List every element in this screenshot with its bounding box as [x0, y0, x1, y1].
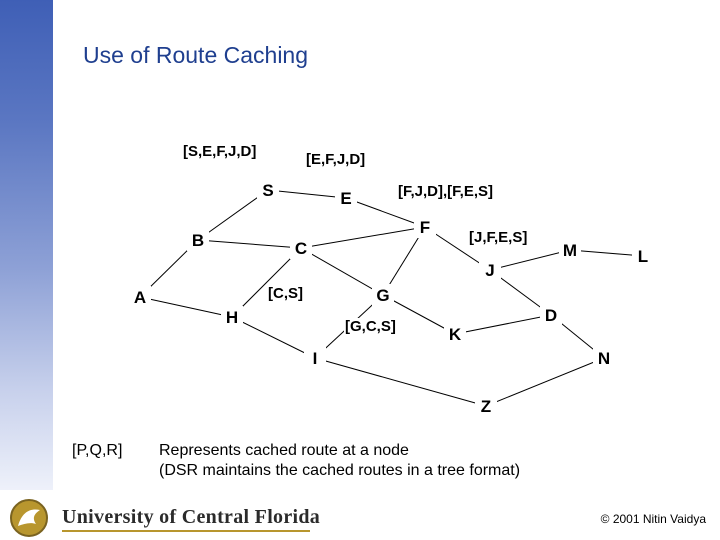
edge-E-F	[345, 197, 426, 228]
edge-K-D	[454, 314, 552, 335]
node-bg-F	[414, 216, 436, 238]
node-D: D	[545, 306, 557, 325]
node-A: A	[134, 288, 146, 307]
logo-underline	[62, 530, 310, 532]
edge-C-G	[300, 247, 384, 296]
node-N: N	[598, 349, 610, 368]
node-F: F	[420, 218, 430, 237]
node-G: G	[376, 286, 389, 305]
node-bg-B	[187, 229, 209, 251]
node-bg-D	[540, 304, 562, 326]
legend-description: Represents cached route at a node	[159, 442, 409, 459]
cached-route-label: [C,S]	[268, 285, 303, 302]
pegasus-emblem-icon	[10, 499, 48, 537]
cached-route-backdrop	[182, 143, 258, 160]
node-Z: Z	[481, 397, 491, 416]
node-B: B	[192, 231, 204, 250]
legend-key: [P,Q,R]	[72, 442, 123, 459]
node-S: S	[262, 181, 273, 200]
node-bg-A	[129, 286, 151, 308]
node-J: J	[485, 261, 494, 280]
edge-C-H	[231, 247, 302, 318]
edge-S-E	[267, 189, 347, 199]
node-E: E	[340, 189, 351, 208]
node-K: K	[449, 325, 462, 344]
cached-route-label: [F,J,D],[F,E,S]	[398, 183, 493, 200]
node-M: M	[563, 241, 577, 260]
nodes-group: S E F B C J M L A G H D K I N Z	[129, 179, 654, 417]
node-bg-C	[290, 237, 312, 259]
university-logo: University of Central Florida	[6, 496, 320, 540]
edge-B-C	[197, 239, 302, 249]
edge-M-L	[569, 249, 644, 257]
node-bg-S	[257, 179, 279, 201]
university-name: University of Central Florida	[62, 506, 321, 528]
edge-A-H	[139, 296, 233, 318]
cached-route-label: [S,E,F,J,D]	[183, 143, 256, 160]
node-bg-E	[335, 187, 357, 209]
edge-F-G	[382, 226, 426, 296]
node-bg-M	[559, 239, 581, 261]
page-title: Use of Route Caching	[83, 42, 309, 68]
cached-route-backdrop	[397, 183, 495, 200]
cached-route-backdrop	[305, 151, 367, 168]
node-bg-I	[304, 347, 326, 369]
edge-S-B	[197, 189, 269, 241]
edge-I-Z	[314, 357, 487, 407]
edge-J-M	[489, 249, 571, 271]
node-H: H	[226, 308, 238, 327]
cached-route-label: [J,F,E,S]	[469, 229, 527, 246]
cached-route-backdrop	[344, 318, 397, 335]
edge-C-F	[300, 226, 426, 249]
left-gradient-bar	[0, 0, 53, 490]
edge-G-K	[382, 294, 456, 335]
node-bg-L	[632, 245, 654, 267]
node-bg-N	[593, 347, 615, 369]
node-C: C	[295, 239, 307, 258]
edge-H-I	[231, 316, 316, 359]
cached-routes-group: [S,E,F,J,D] [E,F,J,D] [F,J,D],[F,E,S] [J,F,…	[182, 143, 529, 335]
cached-route-label: [E,F,J,D]	[306, 151, 365, 168]
node-bg-G	[372, 284, 394, 306]
node-I: I	[313, 349, 318, 368]
node-L: L	[638, 247, 648, 266]
edge-N-Z	[485, 357, 605, 407]
copyright-text: © 2001 Nitin Vaidya	[600, 512, 706, 526]
cached-route-backdrop	[267, 285, 304, 302]
cached-route-label: [G,C,S]	[345, 318, 396, 335]
node-bg-H	[221, 306, 243, 328]
cached-route-backdrop	[468, 229, 529, 246]
legend-note: (DSR maintains the cached routes in a tr…	[159, 462, 521, 479]
node-bg-J	[479, 259, 501, 281]
node-bg-K	[444, 323, 466, 345]
node-bg-Z	[475, 395, 497, 417]
